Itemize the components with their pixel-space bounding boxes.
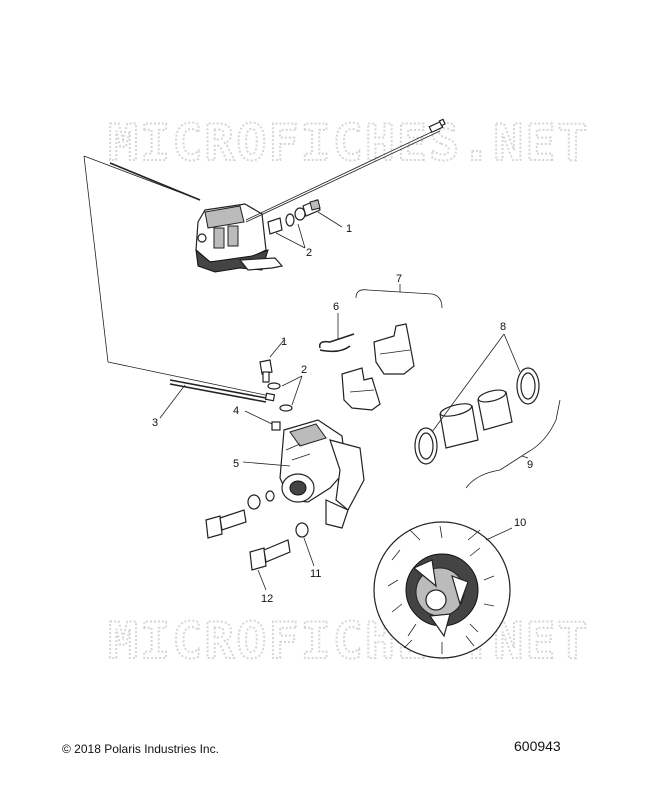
brake-line — [109, 162, 201, 201]
callout-10: 10 — [514, 517, 526, 529]
callout-2-top: 2 — [306, 247, 312, 259]
pad-retaining-clip — [318, 333, 355, 353]
watermark-bottom: MICROFICHES.NET — [108, 612, 590, 670]
callout-8: 8 — [500, 321, 506, 333]
caliper — [279, 419, 365, 529]
piston-seal-right — [516, 367, 540, 405]
piston-left — [439, 403, 479, 449]
caliper-bolt-upper — [205, 490, 275, 539]
figure-number: 600943 — [514, 738, 561, 754]
watermark-top: MICROFICHES.NET — [108, 114, 590, 172]
callout-2-lower: 2 — [301, 364, 307, 376]
callout-4: 4 — [233, 405, 239, 417]
caliper-bolt-lower — [249, 522, 309, 571]
callout-9: 9 — [527, 459, 533, 471]
brake-rotor — [373, 521, 511, 659]
bleeder-valve — [244, 410, 281, 431]
callout-7: 7 — [396, 273, 402, 285]
brake-pad-left — [341, 367, 381, 411]
callout-1-lower: 1 — [281, 336, 287, 348]
callout-6: 6 — [333, 301, 339, 313]
banjo-bolt-top — [267, 199, 321, 235]
callout-12: 12 — [261, 593, 273, 605]
master-cylinder — [195, 203, 284, 273]
callout-11: 11 — [310, 568, 321, 580]
callout-3: 3 — [152, 417, 158, 429]
piston-seal-left — [414, 427, 438, 465]
piston-right — [477, 389, 513, 431]
banjo-bolt-lower — [259, 359, 293, 412]
callout-5: 5 — [233, 458, 239, 470]
callout-1-top: 1 — [346, 223, 352, 235]
brake-pad-right — [373, 323, 415, 375]
copyright-notice: © 2018 Polaris Industries Inc. — [62, 742, 219, 756]
